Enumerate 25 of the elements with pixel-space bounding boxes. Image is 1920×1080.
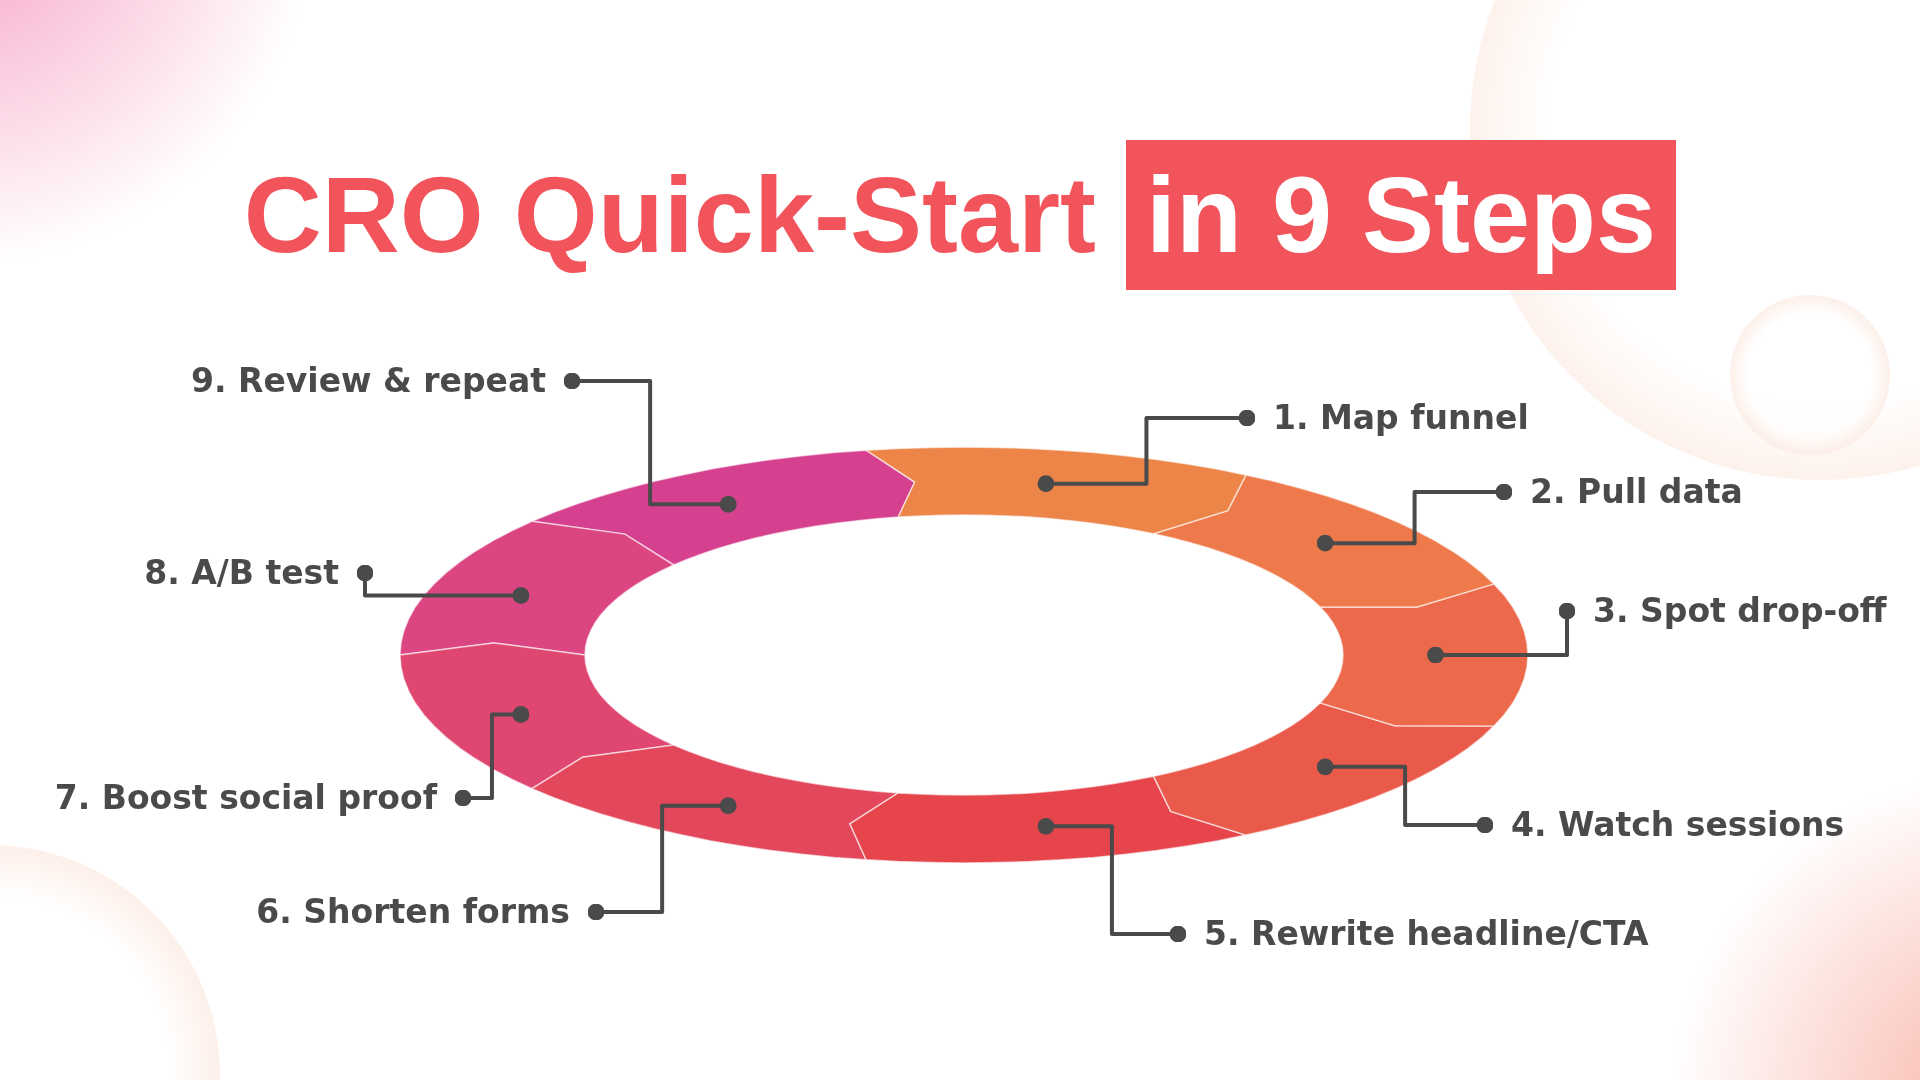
step-label: 5. Rewrite headline/CTA (1204, 912, 1649, 956)
step-label: 6. Shorten forms (256, 890, 570, 934)
step-label: 1. Map funnel (1273, 396, 1529, 440)
ring-segment (1152, 702, 1496, 836)
ring-segment (1318, 583, 1529, 727)
ring-segment (399, 520, 676, 656)
leader-line (356, 564, 530, 604)
ring-segment (863, 446, 1248, 535)
step-label: 4. Watch sessions (1511, 803, 1845, 847)
title: CRO Quick-Start (243, 154, 1096, 275)
step-label: 2. Pull data (1530, 470, 1743, 514)
leader-line (1037, 817, 1187, 943)
leader-line (1316, 483, 1513, 552)
title-highlight: in 9 Steps (1126, 140, 1677, 290)
ring-segment (848, 775, 1247, 864)
step-label: 3. Spot drop-off (1593, 589, 1887, 633)
step-label: 7. Boost social proof (54, 776, 437, 820)
leader-line (454, 706, 530, 807)
leader-line (1316, 758, 1494, 834)
step-label: 8. A/B test (144, 551, 339, 595)
leader-line (587, 797, 737, 921)
leader-line (1037, 409, 1256, 493)
leader-line (1427, 602, 1576, 664)
leader-line (563, 372, 737, 513)
step-label: 9. Review & repeat (191, 359, 546, 403)
